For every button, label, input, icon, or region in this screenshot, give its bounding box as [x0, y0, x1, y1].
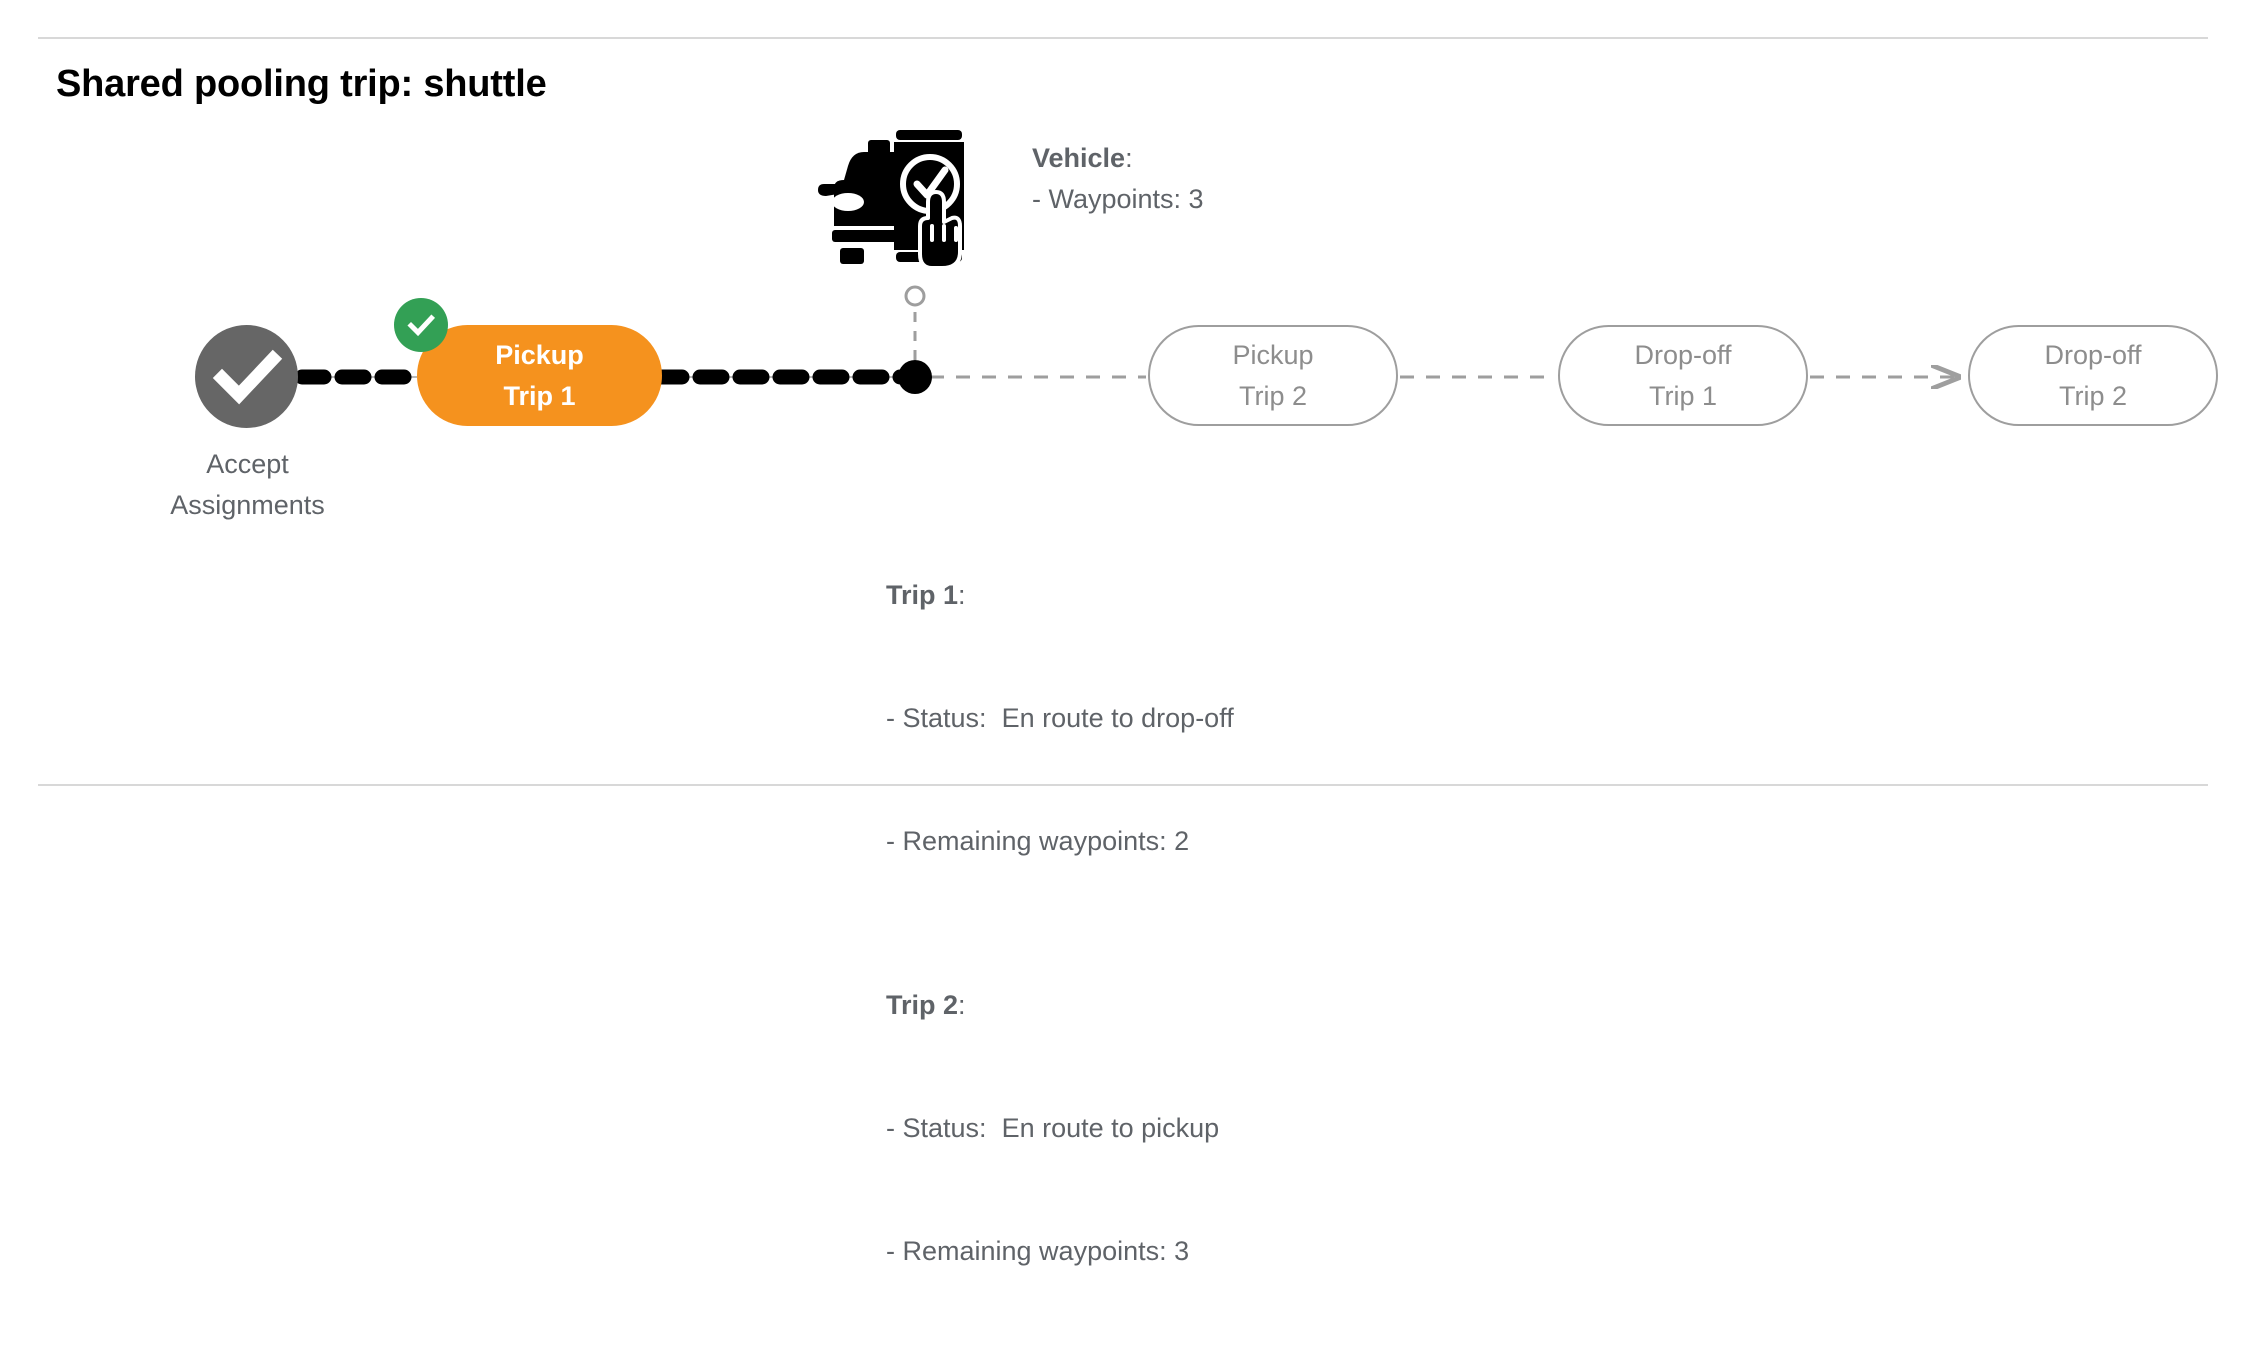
accept-label-line2: Assignments	[170, 490, 325, 520]
check-circle-icon	[212, 349, 283, 405]
top-divider	[38, 37, 2208, 39]
node-pickup-trip-2-line2: Trip 2	[1238, 380, 1307, 411]
node-pickup-trip-1-line1: Pickup	[495, 339, 584, 370]
accept-assignments-node[interactable]	[195, 325, 298, 428]
node-dropoff-trip-1[interactable]: Drop-off Trip 1	[1558, 325, 1808, 426]
node-dropoff-trip-1-line2: Trip 1	[1648, 380, 1717, 411]
vehicle-info-block: Vehicle: - Waypoints: 3	[1032, 138, 1204, 220]
trip-2-waypoints-row: - Remaining waypoints: 3	[886, 1236, 1190, 1266]
check-icon	[407, 314, 436, 337]
trip-1-status-value: En route to drop-off	[1001, 703, 1234, 733]
node-dropoff-trip-1-line1: Drop-off	[1634, 339, 1732, 370]
pickup-trip-1-completed-badge	[394, 298, 448, 352]
node-dropoff-trip-2[interactable]: Drop-off Trip 2	[1968, 325, 2218, 426]
trip-2-heading-row: Trip 2:	[886, 985, 1234, 1026]
vehicle-info-heading-row: Vehicle:	[1032, 138, 1204, 179]
trip-2-status-value: En route to pickup	[1001, 1113, 1220, 1143]
trips-info-block: Trip 1: - Status: En route to drop-off -…	[886, 493, 1234, 1354]
trip-1-heading: Trip 1	[886, 580, 959, 610]
slide-canvas: Shared pooling trip: shuttle Accept Assi…	[38, 37, 2218, 1266]
current-position-dot	[898, 360, 932, 394]
bottom-divider	[38, 784, 2208, 786]
node-pickup-trip-2-line1: Pickup	[1232, 339, 1314, 370]
trip-2-status-label: - Status:	[886, 1113, 987, 1143]
trip-1-status-row: - Status: En route to drop-off	[886, 698, 1234, 739]
vehicle-waypoints-line: - Waypoints: 3	[1032, 184, 1204, 214]
trip-1-heading-row: Trip 1:	[886, 575, 1234, 616]
node-dropoff-trip-2-line1: Drop-off	[2044, 339, 2142, 370]
car-phone-check-icon	[818, 122, 973, 274]
node-pickup-trip-2[interactable]: Pickup Trip 2	[1148, 325, 1398, 426]
node-pickup-trip-1-line2: Trip 1	[503, 380, 576, 411]
trip-1-status-label: - Status:	[886, 703, 987, 733]
trip-2-heading-suffix: :	[958, 990, 966, 1020]
vehicle-info-heading-suffix: :	[1125, 143, 1133, 173]
vehicle-position-ring-icon	[904, 285, 926, 307]
page-title: Shared pooling trip: shuttle	[56, 63, 547, 105]
accept-label-line1: Accept	[206, 449, 289, 479]
node-pickup-trip-1[interactable]: Pickup Trip 1	[417, 325, 662, 426]
trip-2-heading: Trip 2	[886, 990, 959, 1020]
trip-1-heading-suffix: :	[958, 580, 966, 610]
node-dropoff-trip-2-line2: Trip 2	[2058, 380, 2127, 411]
vehicle-info-heading: Vehicle	[1032, 143, 1126, 173]
trip-1-waypoints-row: - Remaining waypoints: 2	[886, 826, 1190, 856]
trip-2-status-row: - Status: En route to pickup	[886, 1108, 1234, 1149]
accept-assignments-label: Accept Assignments	[110, 444, 385, 526]
